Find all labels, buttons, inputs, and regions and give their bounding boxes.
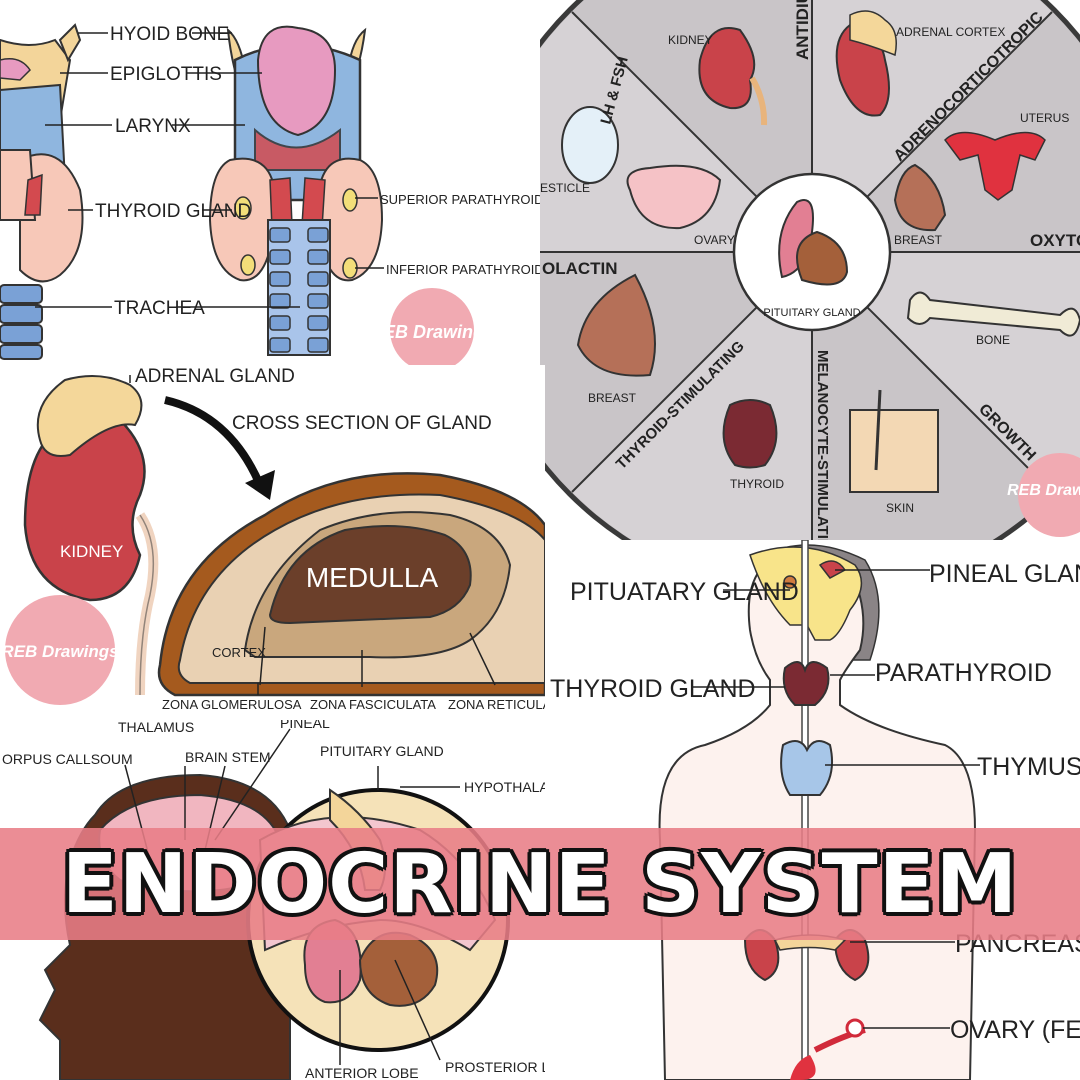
adrenal-illustration: ADRENAL GLAND CROSS SECTION OF GLAND KID… <box>1 366 545 712</box>
label-zona-reticularis: ZONA RETICULARIS <box>448 697 545 712</box>
label-pineal: PINEAL <box>280 720 330 731</box>
pituitary-wheel-panel: PITUITARY GLAND ANTIDIUR ADRENOCORTICOTR… <box>540 0 1080 540</box>
label-brain-stem: BRAIN STEM <box>185 749 271 765</box>
ovary-icon <box>626 164 722 230</box>
adrenal-gland-panel: ADRENAL GLAND CROSS SECTION OF GLAND KID… <box>0 365 545 720</box>
thymus-shape <box>780 740 833 796</box>
thyroid-icon <box>722 399 778 469</box>
organ-label-skin: SKIN <box>886 501 914 515</box>
thyroid-gland-shape <box>782 661 830 706</box>
organ-label-breast-prolactin: BREAST <box>588 391 637 405</box>
banner-title: ENDOCRINE SYSTEM <box>61 836 1019 932</box>
skin-icon <box>849 409 939 493</box>
label-pituitary-gland: PITUATARY GLAND <box>570 578 799 606</box>
organ-label-uterus: UTERUS <box>1020 111 1069 125</box>
label-superior-parathyroid: SUPERIOR PARATHYROID GLAND <box>380 192 540 207</box>
label-pineal-gland: PINEAL GLAND <box>929 560 1080 588</box>
label-parathyroid: PARATHYROID <box>875 659 1052 687</box>
organ-label-ovary: OVARY <box>694 233 735 247</box>
label-thalamus: THALAMUS <box>118 720 194 735</box>
label-zona-fasciculata: ZONA FASCICULATA <box>310 697 436 712</box>
title-banner <box>0 828 1080 940</box>
sector-melanocyte: MELANOCYTE-STIMULATING <box>814 350 831 540</box>
label-pituitary-gland: PITUITARY GLAND <box>320 743 444 759</box>
organ-label-breast-oxytocin: BREAST <box>894 233 943 247</box>
label-thyroid-gland: THYROID GLAND <box>550 675 756 703</box>
center-label-pituitary: PITUITARY GLAND <box>763 307 860 319</box>
label-medulla: MEDULLA <box>306 562 439 593</box>
throat-illustration: HYOID BONE EPIGLOTTIS LARYNX THYROID GLA… <box>0 23 540 365</box>
label-inferior-parathyroid: INFERIOR PARATHYROID GLAND <box>386 262 540 277</box>
body-illustration: PITUATARY GLAND PINEAL GLAND THYROID GLA… <box>550 540 1080 1080</box>
breast-icon-oxytocin <box>893 163 947 232</box>
sector-oxytocin: OXYTOC <box>1030 231 1080 250</box>
adrenal-cortex-icon <box>849 10 897 57</box>
label-anterior-lobe: ANTERIOR LOBE <box>305 1065 419 1080</box>
sector-prolactin: OLACTIN <box>542 259 618 278</box>
body-silhouette <box>658 554 977 1080</box>
reb-watermark-adrenal: REB Drawings <box>1 642 118 661</box>
reb-watermark-circle-wheel <box>1018 453 1080 537</box>
label-ovary: OVARY (FEMALE <box>950 1016 1080 1044</box>
label-hyoid-bone: HYOID BONE <box>110 24 229 45</box>
organ-label-adrenal-cortex: ADRENAL CORTEX <box>896 25 1005 39</box>
label-zona-glomerulosa: ZONA GLOMERULOSA <box>162 697 302 712</box>
label-corpus-callosum: ORPUS CALLSOUM <box>2 751 133 767</box>
testicle-icon <box>561 106 619 184</box>
label-hypothalamus: HYPOTHALA <box>464 779 545 795</box>
organ-label-testicle: ESTICLE <box>540 181 590 195</box>
reb-watermark-wheel: REB Drawi <box>1007 482 1080 499</box>
label-trachea: TRACHEA <box>114 298 205 319</box>
label-cortex: CORTEX <box>212 645 266 660</box>
reb-watermark: REB Drawings <box>370 322 494 342</box>
adrenal-cap <box>36 375 143 457</box>
label-larynx: LARYNX <box>115 116 191 137</box>
body-panel: PITUATARY GLAND PINEAL GLAND THYROID GLA… <box>545 540 1080 1080</box>
label-thyroid-gland: THYROID GLAND <box>95 201 251 222</box>
organ-label-thyroid: THYROID <box>730 477 784 491</box>
label-posterior-lobe: PROSTERIOR L <box>445 1059 545 1075</box>
breast-icon-prolactin <box>576 273 656 377</box>
medulla-layer <box>268 525 472 625</box>
label-epiglottis: EPIGLOTTIS <box>110 64 222 85</box>
kidney-icon <box>698 27 756 110</box>
reb-watermark-circle-adrenal <box>5 595 115 705</box>
organ-label-bone: BONE <box>976 333 1010 347</box>
organ-label-kidney: KIDNEY <box>668 33 713 47</box>
throat-diagram-panel: HYOID BONE EPIGLOTTIS LARYNX THYROID GLA… <box>0 0 540 365</box>
label-thymus: THYMUS <box>977 753 1080 781</box>
sector-antidiuretic: ANTIDIUR <box>793 0 812 60</box>
uterus-icon <box>944 131 1046 201</box>
reb-watermark-circle <box>390 288 474 365</box>
pituitary-wheel: PITUITARY GLAND ANTIDIUR ADRENOCORTICOTR… <box>540 0 1080 540</box>
label-adrenal-gland: ADRENAL GLAND <box>135 366 295 387</box>
label-cross-section: CROSS SECTION OF GLAND <box>232 413 492 434</box>
label-kidney: KIDNEY <box>60 542 123 561</box>
